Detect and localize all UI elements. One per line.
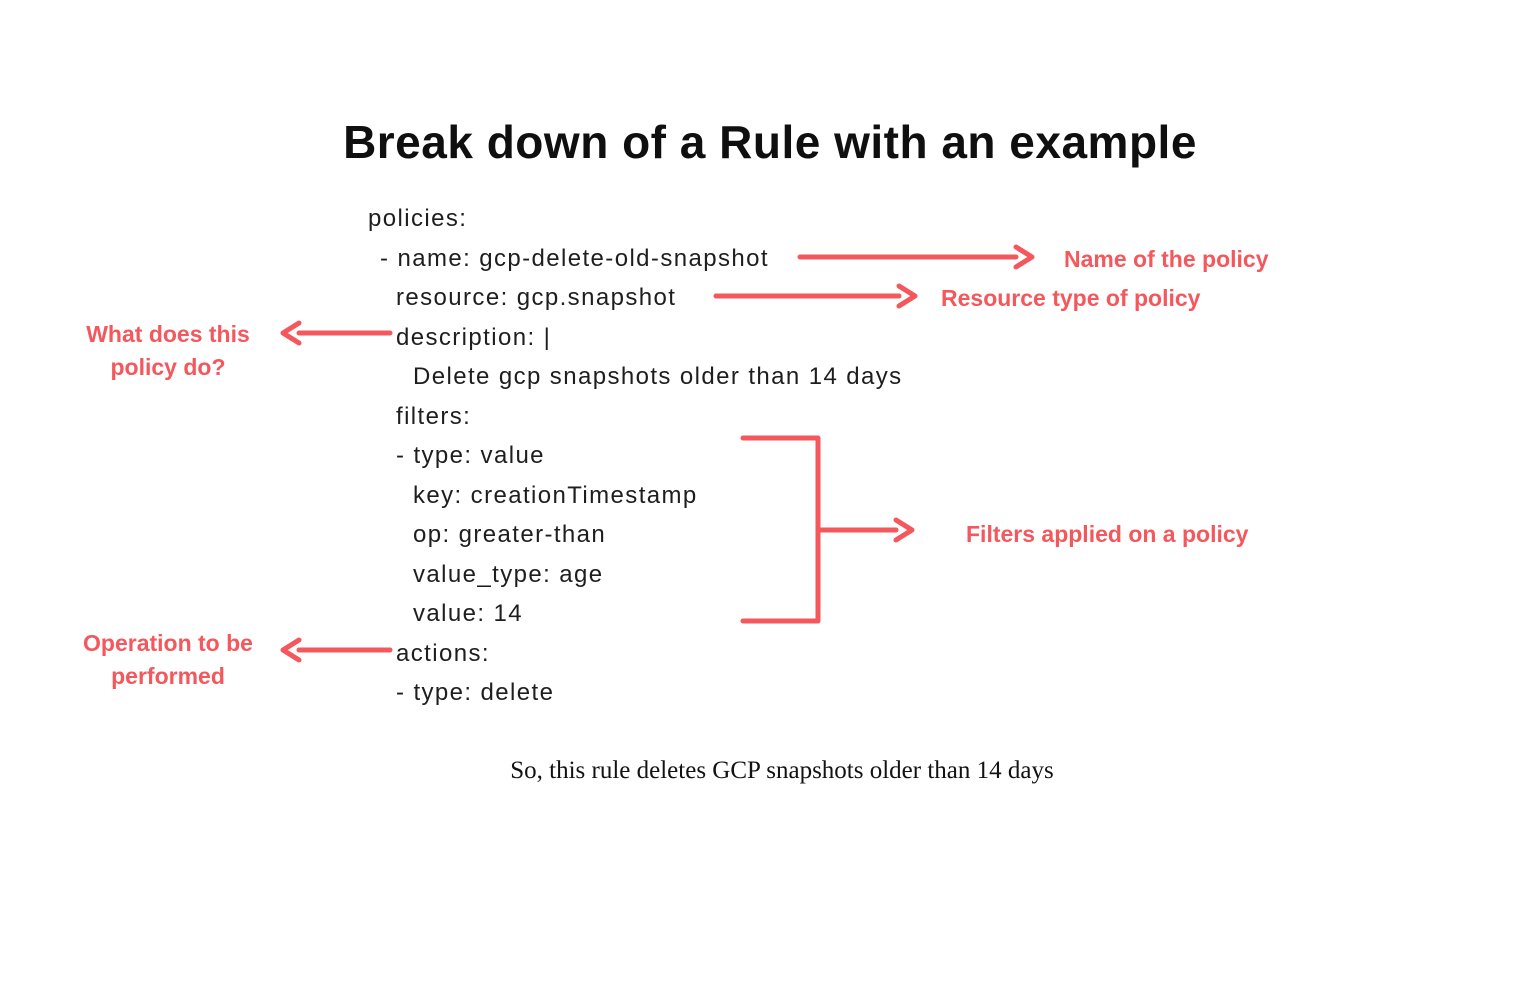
annotation-resource-type: Resource type of policy [941, 285, 1201, 311]
code-line-policies: policies: [368, 205, 468, 232]
code-line-actions: actions: [396, 639, 490, 667]
code-line-resource: resource: gcp.snapshot [396, 284, 677, 311]
yaml-code-block: policies: - name: gcp-delete-old-snapsho… [368, 199, 903, 713]
annotation-name-of-policy: Name of the policy [1064, 246, 1269, 272]
page-title: Break down of a Rule with an example [343, 115, 1197, 168]
code-line-name: - name: gcp-delete-old-snapshot [380, 244, 769, 272]
code-line-value: value: 14 [413, 600, 524, 627]
code-line-description: description: | [396, 323, 552, 351]
code-line-value-type: value_type: age [413, 560, 604, 588]
code-line-action-type: - type: delete [396, 679, 555, 706]
conclusion-text: So, this rule deletes GCP snapshots olde… [510, 757, 1054, 784]
code-line-filter-type: - type: value [396, 442, 545, 469]
annotation-filters-applied: Filters applied on a policy [966, 521, 1249, 547]
annotation-policy-description: What does this policy do? [86, 321, 250, 380]
code-line-filter-op: op: greater-than [413, 521, 607, 548]
annotation-operation-performed: Operation to be performed [83, 630, 253, 689]
code-line-desc-text: Delete gcp snapshots older than 14 days [413, 363, 903, 390]
code-line-filters: filters: [396, 402, 472, 430]
code-line-filter-key: key: creationTimestamp [413, 481, 698, 509]
